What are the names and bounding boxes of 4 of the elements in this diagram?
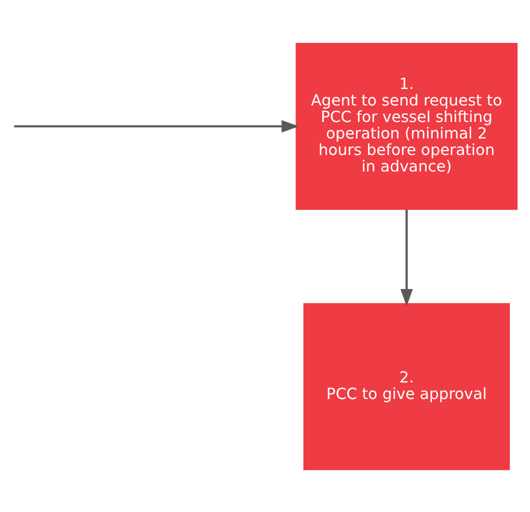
node-box: 2. PCC to give approval <box>303 302 510 470</box>
arrow <box>14 120 300 132</box>
arrow <box>400 208 413 306</box>
node-box: 1. Agent to send request to PCC for vessel shifting operation (minimal 2 hours before operation in advance) <box>296 42 518 210</box>
